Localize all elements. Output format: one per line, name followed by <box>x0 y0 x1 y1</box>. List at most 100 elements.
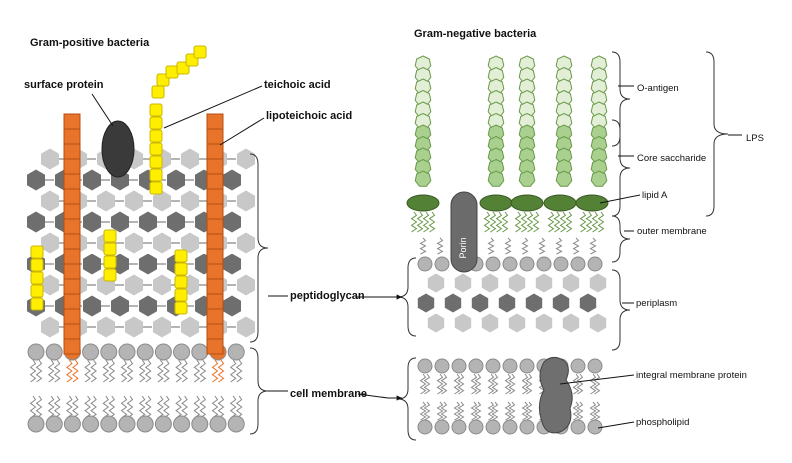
lipid-tail <box>576 401 584 421</box>
gram-positive-panel <box>26 45 288 435</box>
lipid-tail <box>144 359 152 383</box>
lipoteichoic-acid-unit <box>63 203 81 220</box>
phospholipid-head <box>519 358 535 374</box>
surface-protein-shape <box>101 120 135 178</box>
lipid-tail <box>138 359 146 383</box>
phospholipid-head <box>502 419 518 435</box>
lipid-tail <box>457 401 465 421</box>
phospholipid-head <box>502 256 518 272</box>
lps-label: LPS <box>746 133 764 144</box>
peptidoglycan-hexagon <box>453 272 473 294</box>
lipid-a-tail <box>532 211 540 233</box>
phospholipid-head <box>417 256 433 272</box>
teichoic-acid-unit <box>174 249 188 263</box>
peptidoglycan-label: peptidoglycan <box>290 290 365 302</box>
phospholipid-head <box>154 343 172 361</box>
teichoic-acid-leader <box>163 85 263 129</box>
gram-positive-title: Gram-positive bacteria <box>30 37 150 49</box>
lipid-tail <box>487 237 495 255</box>
outer-membrane-brace <box>611 215 631 263</box>
lipid-tail <box>453 401 461 421</box>
lipid-a-tail <box>483 211 491 233</box>
lps-brace <box>705 51 729 217</box>
outer-membrane-label: outer membrane <box>637 226 707 237</box>
lipoteichoic-acid-unit <box>63 323 81 340</box>
phospholipid-head <box>434 256 450 272</box>
peptidoglycan-hexagon <box>166 168 186 192</box>
lipoteichoic-acid-unit <box>63 233 81 250</box>
lipid-tail <box>84 395 91 419</box>
phospholipid-head <box>154 415 172 433</box>
lipid-tail <box>436 237 444 255</box>
peptidoglycan-arrow-head <box>396 294 402 300</box>
phospholipid-head <box>27 415 45 433</box>
peptidoglycan-hexagon <box>443 292 463 314</box>
phospholipid-head <box>63 415 81 433</box>
lipoteichoic-acid-unit <box>63 128 81 145</box>
lipid-tail <box>193 359 201 383</box>
teichoic-acid-unit <box>149 103 163 117</box>
lipid-a-tail <box>559 211 567 233</box>
lipoteichoic-acid-unit <box>206 248 224 265</box>
lipoteichoic-acid-unit <box>206 218 224 235</box>
core-saccharide-brace <box>611 119 631 217</box>
lipid-tail <box>53 359 61 383</box>
lipid-tail <box>504 401 512 421</box>
lipid-tail <box>538 237 546 255</box>
lipid-tail <box>102 359 110 383</box>
phospholipid-head <box>82 415 100 433</box>
peptidoglycan-hexagon <box>152 189 172 213</box>
peptidoglycan-hexagon <box>480 272 500 294</box>
lipid-tail <box>572 401 580 421</box>
teichoic-acid-unit <box>174 301 188 315</box>
phospholipid-head <box>118 415 136 433</box>
peptidoglycan-hexagon <box>551 292 571 314</box>
teichoic-acid-unit <box>30 284 44 298</box>
peptidoglycan-hexagon <box>82 252 102 276</box>
peptidoglycan-hexagon <box>180 231 200 255</box>
lipid-tail <box>525 373 533 395</box>
lipid-tail <box>211 395 219 419</box>
lipid-a-tail <box>520 211 528 233</box>
peptidoglycan-hexagon <box>236 147 256 171</box>
lipoteichoic-acid-unit <box>206 293 224 310</box>
lipid-tail <box>211 359 219 383</box>
lipoteichoic-acid-unit <box>63 173 81 190</box>
lipoteichoic-acid-unit <box>63 338 81 355</box>
peptidoglycan-hexagon <box>40 315 60 339</box>
phospholipid-head <box>417 419 433 435</box>
lipoteichoic-acid-leader <box>219 117 265 146</box>
peptidoglycan-hexagon <box>561 272 581 294</box>
lipid-tail <box>217 359 225 383</box>
lipid-a-shape <box>510 194 544 212</box>
lipid-tail <box>72 359 79 383</box>
phospholipid-label: phospholipid <box>636 417 689 428</box>
surface-protein-leader <box>91 93 114 127</box>
lipoteichoic-acid-unit <box>206 203 224 220</box>
lipid-tail <box>181 359 188 383</box>
lipid-a-tail <box>428 211 436 233</box>
peptidoglycan-hexagon <box>561 312 581 334</box>
lipoteichoic-acid-unit <box>206 158 224 175</box>
lipoteichoic-acid-unit <box>63 158 81 175</box>
lipid-tail <box>47 359 55 383</box>
lipid-tail <box>53 395 61 419</box>
lipid-tail <box>126 395 134 419</box>
lipid-tail <box>229 395 237 419</box>
peptidoglycan-hexagon <box>453 312 473 334</box>
lipid-a-tail <box>501 211 509 233</box>
lipid-tail <box>508 401 516 421</box>
lipid-a-tail <box>597 211 605 233</box>
lipid-tail <box>72 395 79 419</box>
peptidoglycan-hexagon <box>124 189 144 213</box>
lipoteichoic-acid-unit <box>206 233 224 250</box>
lipoteichoic-acid-label: lipoteichoic acid <box>266 110 352 122</box>
phospholipid-head <box>451 358 467 374</box>
lipid-tail <box>235 359 243 383</box>
lipid-tail <box>138 395 146 419</box>
peptidoglycan-hexagon <box>138 210 158 234</box>
peptidoglycan-hexagon <box>138 294 158 318</box>
inner-membrane-left-brace <box>397 357 417 441</box>
phospholipid-head <box>434 358 450 374</box>
